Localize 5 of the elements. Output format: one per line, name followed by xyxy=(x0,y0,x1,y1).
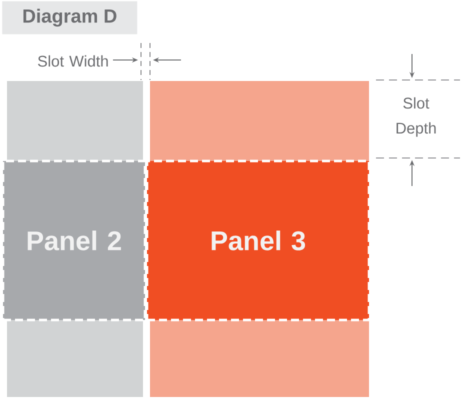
dimension-label: Slot Width xyxy=(38,55,108,67)
title-box: Diagram D xyxy=(2,1,138,34)
dimension-label: Slot Depth xyxy=(396,97,436,137)
panel-box: Panel 3 xyxy=(146,160,370,322)
panel-box: Panel 2 xyxy=(2,160,146,322)
